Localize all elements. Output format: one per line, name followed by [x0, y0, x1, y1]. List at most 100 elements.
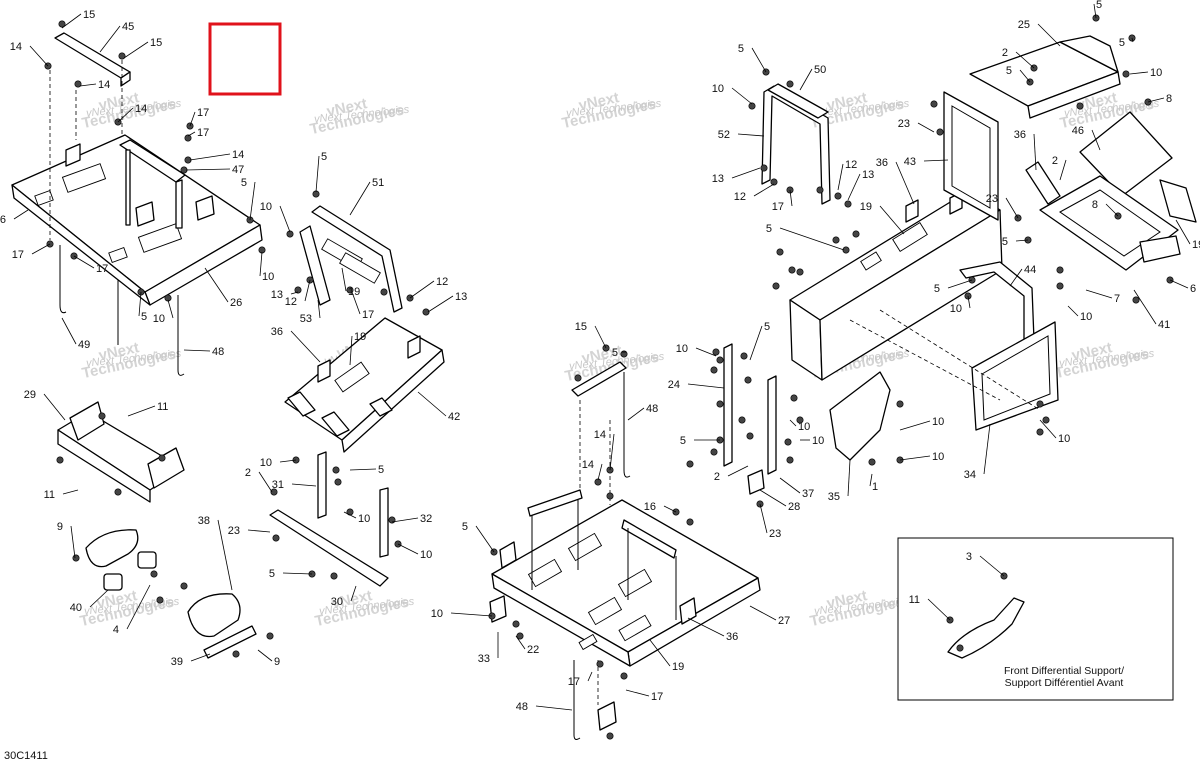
part-callout[interactable]: 19 [860, 201, 872, 213]
part-callout[interactable]: 35 [828, 491, 840, 503]
part-callout[interactable]: 2 [1052, 155, 1058, 167]
part-callout[interactable]: 19 [1192, 239, 1200, 251]
part-callout[interactable]: 14 [135, 103, 147, 115]
part-callout[interactable]: 19 [672, 661, 684, 673]
part-callout[interactable]: 9 [274, 656, 280, 668]
part-callout[interactable]: 9 [57, 521, 63, 533]
part-callout[interactable]: 2 [245, 467, 251, 479]
part-callout[interactable]: 24 [668, 379, 680, 391]
part-callout[interactable]: 37 [802, 488, 814, 500]
part-callout[interactable]: 16 [644, 501, 656, 513]
part-callout[interactable]: 1 [872, 481, 878, 493]
part-callout[interactable]: 44 [1024, 264, 1036, 276]
part-callout[interactable]: 23 [898, 118, 910, 130]
selection-box[interactable] [208, 22, 282, 96]
part-callout[interactable]: 7 [1114, 293, 1120, 305]
part-callout[interactable]: 17 [197, 107, 209, 119]
part-callout[interactable]: 10 [260, 457, 272, 469]
part-callout[interactable]: 5 [680, 435, 686, 447]
part-callout[interactable]: 5 [141, 311, 147, 323]
part-callout[interactable]: 13 [455, 291, 467, 303]
part-callout[interactable]: 34 [964, 469, 976, 481]
part-callout[interactable]: 48 [646, 403, 658, 415]
part-callout[interactable]: 5 [378, 464, 384, 476]
part-callout[interactable]: 23 [986, 193, 998, 205]
part-callout[interactable]: 36 [271, 326, 283, 338]
part-callout[interactable]: 10 [262, 271, 274, 283]
part-callout[interactable]: 10 [932, 451, 944, 463]
part-callout[interactable]: 14 [582, 459, 594, 471]
part-callout[interactable]: 53 [300, 313, 312, 325]
part-callout[interactable]: 32 [420, 513, 432, 525]
part-callout[interactable]: 36 [726, 631, 738, 643]
part-callout[interactable]: 28 [788, 501, 800, 513]
part-callout[interactable]: 25 [1018, 19, 1030, 31]
part-callout[interactable]: 40 [70, 602, 82, 614]
part-callout[interactable]: 10 [712, 83, 724, 95]
part-callout[interactable]: 5 [738, 43, 744, 55]
part-callout[interactable]: 42 [448, 411, 460, 423]
part-callout[interactable]: 23 [228, 525, 240, 537]
part-callout[interactable]: 10 [676, 343, 688, 355]
part-callout[interactable]: 12 [436, 276, 448, 288]
part-callout[interactable]: 14 [98, 79, 110, 91]
part-callout[interactable]: 2 [714, 471, 720, 483]
part-callout[interactable]: 14 [232, 149, 244, 161]
part-callout[interactable]: 10 [153, 313, 165, 325]
part-callout[interactable]: 51 [372, 177, 384, 189]
part-callout[interactable]: 17 [651, 691, 663, 703]
part-callout[interactable]: 10 [932, 416, 944, 428]
part-callout[interactable]: 5 [1006, 65, 1012, 77]
part-callout[interactable]: 8 [1166, 93, 1172, 105]
part-callout[interactable]: 43 [904, 156, 916, 168]
part-callout[interactable]: 13 [862, 169, 874, 181]
part-callout[interactable]: 13 [712, 173, 724, 185]
part-callout[interactable]: 30 [331, 596, 343, 608]
part-callout[interactable]: 5 [462, 521, 468, 533]
part-callout[interactable]: 14 [10, 41, 22, 53]
part-callout[interactable]: 17 [197, 127, 209, 139]
part-callout[interactable]: 10 [431, 608, 443, 620]
part-callout[interactable]: 17 [96, 263, 108, 275]
part-callout[interactable]: 27 [778, 615, 790, 627]
part-callout[interactable]: 50 [814, 64, 826, 76]
part-callout[interactable]: 14 [594, 429, 606, 441]
part-callout[interactable]: 10 [260, 201, 272, 213]
part-callout[interactable]: 17 [362, 309, 374, 321]
part-callout[interactable]: 10 [1080, 311, 1092, 323]
part-callout[interactable]: 19 [348, 286, 360, 298]
part-callout[interactable]: 10 [798, 421, 810, 433]
part-callout[interactable]: 5 [1119, 37, 1125, 49]
part-callout[interactable]: 5 [764, 321, 770, 333]
part-callout[interactable]: 8 [1092, 199, 1098, 211]
part-callout[interactable]: 36 [876, 157, 888, 169]
part-callout[interactable]: 3 [966, 551, 972, 563]
part-callout[interactable]: 15 [150, 37, 162, 49]
part-callout[interactable]: 15 [575, 321, 587, 333]
part-callout[interactable]: 12 [734, 191, 746, 203]
part-callout[interactable]: 10 [1150, 67, 1162, 79]
part-callout[interactable]: 47 [232, 164, 244, 176]
part-callout[interactable]: 11 [157, 401, 168, 413]
part-callout[interactable]: 5 [321, 151, 327, 163]
part-callout[interactable]: 10 [950, 303, 962, 315]
part-callout[interactable]: 48 [212, 346, 224, 358]
part-callout[interactable]: 17 [568, 676, 580, 688]
part-callout[interactable]: 17 [12, 249, 24, 261]
part-callout[interactable]: 15 [83, 9, 95, 21]
part-callout[interactable]: 38 [198, 515, 210, 527]
part-callout[interactable]: 10 [1058, 433, 1070, 445]
part-callout[interactable]: 49 [78, 339, 90, 351]
part-callout[interactable]: 2 [1002, 47, 1008, 59]
part-callout[interactable]: 11 [44, 489, 55, 501]
part-callout[interactable]: 12 [845, 159, 857, 171]
part-callout[interactable]: 52 [718, 129, 730, 141]
part-callout[interactable]: 31 [272, 479, 284, 491]
part-callout[interactable]: 11 [909, 594, 920, 606]
part-callout[interactable]: 5 [766, 223, 772, 235]
part-callout[interactable]: 5 [269, 568, 275, 580]
part-callout[interactable]: 22 [527, 644, 539, 656]
part-callout[interactable]: 39 [171, 656, 183, 668]
part-callout[interactable]: 12 [285, 296, 297, 308]
part-callout[interactable]: 29 [24, 389, 36, 401]
